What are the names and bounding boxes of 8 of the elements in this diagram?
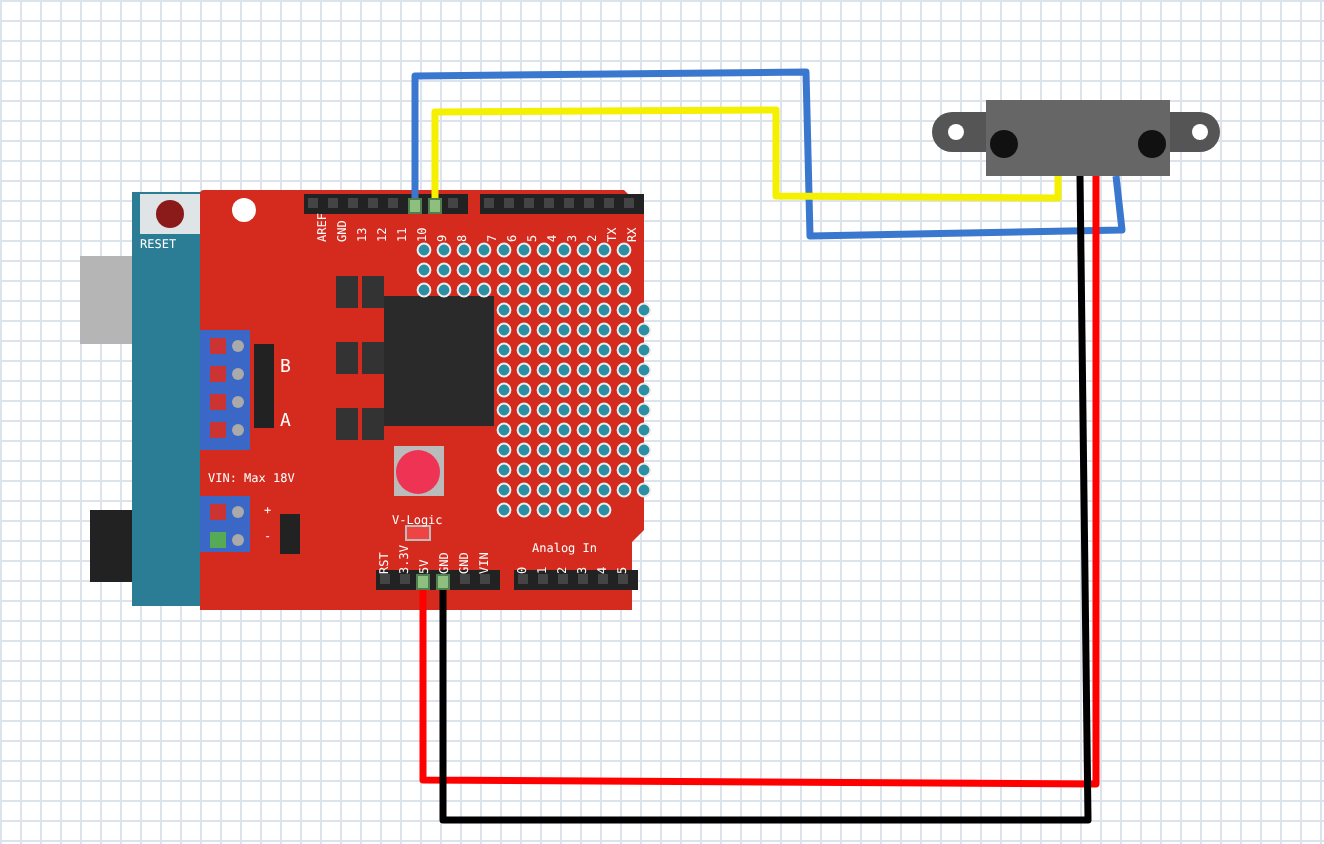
- header-pin: [416, 574, 430, 590]
- wire: [431, 106, 1062, 202]
- header-pin: [408, 198, 422, 214]
- pin-label: B: [280, 360, 291, 378]
- header-pin: [436, 574, 450, 590]
- header-pin: [428, 198, 442, 214]
- wire: [411, 68, 1126, 240]
- pin-label: A: [280, 414, 291, 432]
